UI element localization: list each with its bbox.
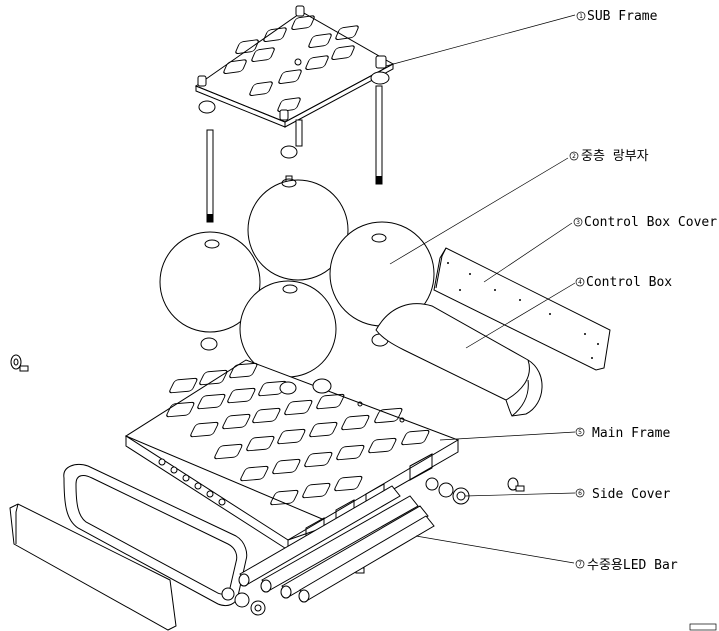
led-bar-end-caps: [238, 573, 310, 603]
callout-main-frame: 5 Main Frame: [575, 426, 670, 441]
callout-number: 7: [578, 561, 582, 568]
callout-label: 중층 랑부자: [581, 149, 649, 164]
control-box-cover: [433, 247, 611, 371]
led-bars: [238, 485, 435, 603]
callout-number: 2: [572, 153, 576, 160]
callout-label: Side Cover: [592, 487, 670, 502]
callout-sub-frame: 1 SUB Frame: [576, 9, 658, 24]
callout-number: 6: [578, 490, 582, 497]
callout-label: Main Frame: [592, 426, 670, 441]
callout-control-box-cover: 3 Control Box Cover: [573, 215, 717, 230]
sub-frame: [194, 5, 395, 128]
callout-label: 수중용LED Bar: [587, 558, 678, 573]
float-balls: [159, 178, 435, 378]
leader-lines: [385, 14, 576, 564]
title-block-mark: [689, 623, 717, 631]
main-frame-cutouts: [166, 362, 430, 506]
callout-control-box: 4 Control Box: [575, 275, 672, 290]
callout-led-bar: 7 수중용LED Bar: [575, 558, 678, 573]
callout-number: 1: [579, 13, 583, 20]
callout-label: SUB Frame: [587, 9, 658, 24]
callout-number: 3: [576, 219, 580, 226]
sub-frame-cutouts: [223, 15, 359, 112]
callout-number: 5: [578, 429, 582, 436]
control-box: [375, 303, 543, 417]
main-frame-front-holes: [158, 458, 226, 506]
callout-label: Control Box Cover: [584, 215, 717, 230]
callout-number: 4: [578, 279, 582, 286]
callout-side-cover: 6 Side Cover: [575, 487, 670, 502]
main-frame: [124, 359, 460, 551]
sub-frame-bolts: [197, 5, 387, 121]
callout-label: Control Box: [586, 275, 672, 290]
callout-float: 2 중층 랑부자: [569, 149, 649, 164]
front-plate: [9, 503, 177, 631]
